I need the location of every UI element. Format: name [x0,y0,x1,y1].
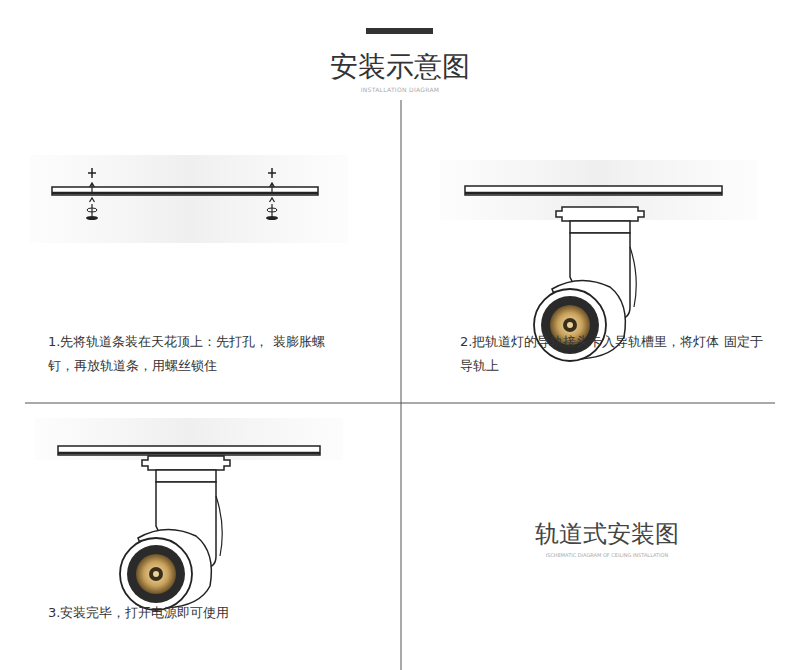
panel-title: 轨道式安装图 [535,518,679,550]
track-rail [465,186,722,195]
track-light [120,456,230,610]
screw [86,168,98,220]
step-note: 1.先将轨道条装在天花顶上：先打孔， 装膨胀螺钉，再放轨道条，用螺丝锁住 [48,330,348,378]
step-note: 3.安装完毕，打开电源即可使用 [48,604,229,622]
divider [401,100,402,670]
step-note: 2.把轨道灯的导轨接头卡入导轨槽里，将灯体 固定于导轨上 [460,330,770,378]
screw [266,168,278,220]
subtitle: INSTALLATION DIAGRAM [361,86,440,93]
panel-subtitle: ISCHEMATIC DIAGRAM OF CEILING INSTALLATI… [546,552,669,558]
track-rail [58,446,320,455]
divider [25,403,775,404]
title: 安装示意图 [330,48,470,86]
title-bar [366,28,433,34]
